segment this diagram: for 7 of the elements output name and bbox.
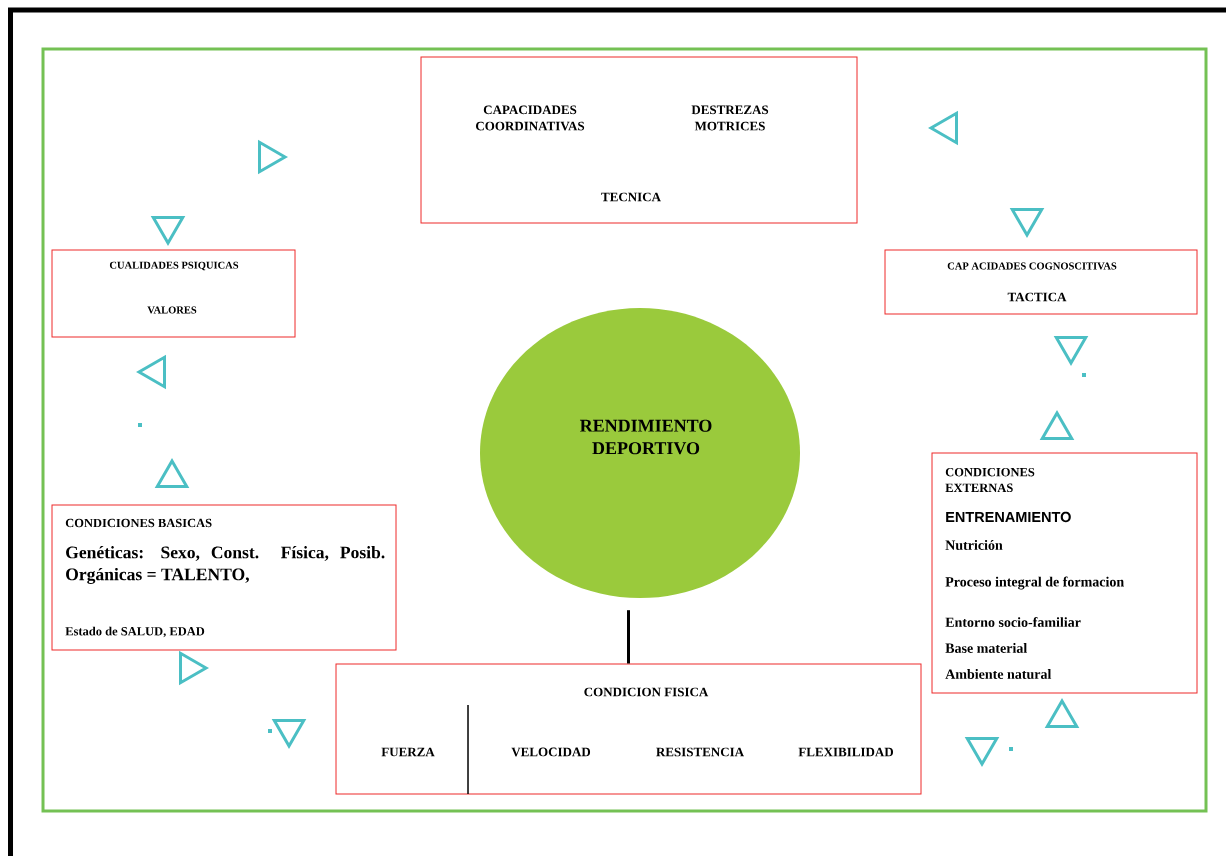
text-box: CUALIDADES PSIQUICAS VALORES (51, 249, 296, 338)
text-box: CONDICIONES EXTERNAS ENTRENAMIENTO Nutrición Proceso integral de formacion Entorno socio-familiar Base material Ambiente natural (931, 452, 1198, 694)
text-box: CONDICION FISICA FUERZA VELOCIDAD RESISTENCIA FLEXIBILIDAD (335, 663, 922, 795)
text-box: CAPACIDADES COORDINATIVAS DESTREZAS MOTRICES TECNICA (420, 56, 858, 224)
text-box: CAP ACIDADES COGNOSCITIVAS TACTICA (884, 249, 1198, 315)
text-box: CONDICIONES BASICAS Genéticas: Sexo, Const. Física, Posib. Orgánicas = TALENTO, Estado de SALUD, EDAD (51, 504, 397, 651)
connector-line (627, 610, 630, 664)
